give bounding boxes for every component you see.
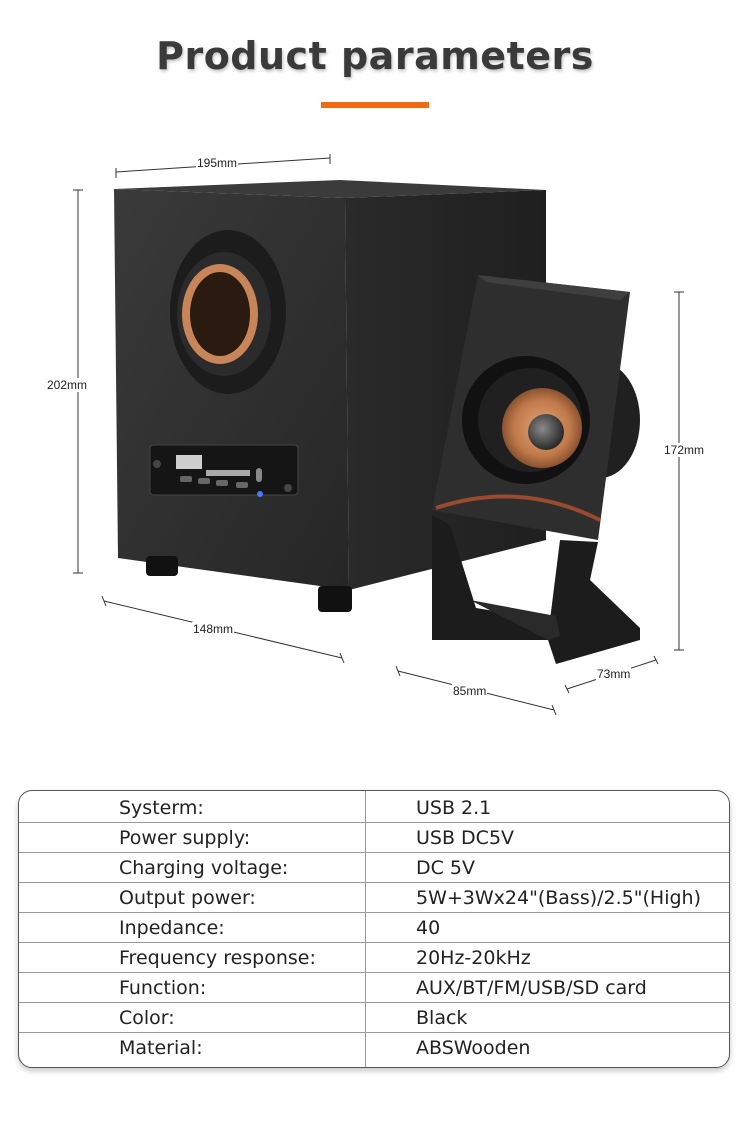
spec-row-impedance: Inpedance: 40 [19, 913, 729, 943]
spec-value: 5W+3Wx24"(Bass)/2.5"(High) [416, 887, 701, 909]
spec-value: USB DC5V [416, 827, 515, 849]
spec-value: AUX/BT/FM/USB/SD card [416, 977, 647, 999]
spec-value: DC 5V [416, 857, 476, 879]
dim-sub-depth: 148mm [192, 622, 235, 636]
dim-sat-height: 172mm [663, 443, 706, 457]
speaker-product-image [73, 154, 684, 716]
column-divider [365, 791, 366, 1067]
spec-value: ABSWooden [416, 1037, 531, 1059]
spec-value: USB 2.1 [416, 797, 492, 819]
spec-row-function: Function: AUX/BT/FM/USB/SD card [19, 973, 729, 1003]
spec-row-frequency-response: Frequency response: 20Hz-20kHz [19, 943, 729, 973]
dim-sub-width: 195mm [196, 156, 239, 170]
page-title: Product parameters [156, 34, 594, 78]
title-accent-bar [321, 102, 429, 108]
dim-sat-depth: 73mm [596, 667, 632, 681]
spec-label: Output power: [119, 887, 256, 909]
spec-label: Function: [119, 977, 207, 999]
spec-table: Systerm: USB 2.1 Power supply: USB DC5V … [18, 790, 730, 1068]
spec-label: Systerm: [119, 797, 204, 819]
row-divider [19, 882, 729, 883]
spec-label: Inpedance: [119, 917, 225, 939]
spec-row-color: Color: Black [19, 1003, 729, 1033]
spec-row-charging-voltage: Charging voltage: DC 5V [19, 853, 729, 883]
row-divider [19, 1002, 729, 1003]
spec-label: Color: [119, 1007, 175, 1029]
row-divider [19, 822, 729, 823]
spec-row-system: Systerm: USB 2.1 [19, 793, 729, 823]
row-divider [19, 972, 729, 973]
spec-value: 40 [416, 917, 441, 939]
spec-value: Black [416, 1007, 468, 1029]
spec-row-material: Material: ABSWooden [19, 1033, 729, 1063]
row-divider [19, 852, 729, 853]
spec-label: Material: [119, 1037, 203, 1059]
dim-sub-height: 202mm [46, 378, 89, 392]
spec-row-output-power: Output power: 5W+3Wx24"(Bass)/2.5"(High) [19, 883, 729, 913]
spec-value: 20Hz-20kHz [416, 947, 531, 969]
row-divider [19, 1032, 729, 1033]
spec-label: Power supply: [119, 827, 251, 849]
row-divider [19, 942, 729, 943]
spec-label: Charging voltage: [119, 857, 289, 879]
spec-row-power-supply: Power supply: USB DC5V [19, 823, 729, 853]
spec-label: Frequency response: [119, 947, 316, 969]
dim-sat-width: 85mm [452, 684, 488, 698]
row-divider [19, 912, 729, 913]
